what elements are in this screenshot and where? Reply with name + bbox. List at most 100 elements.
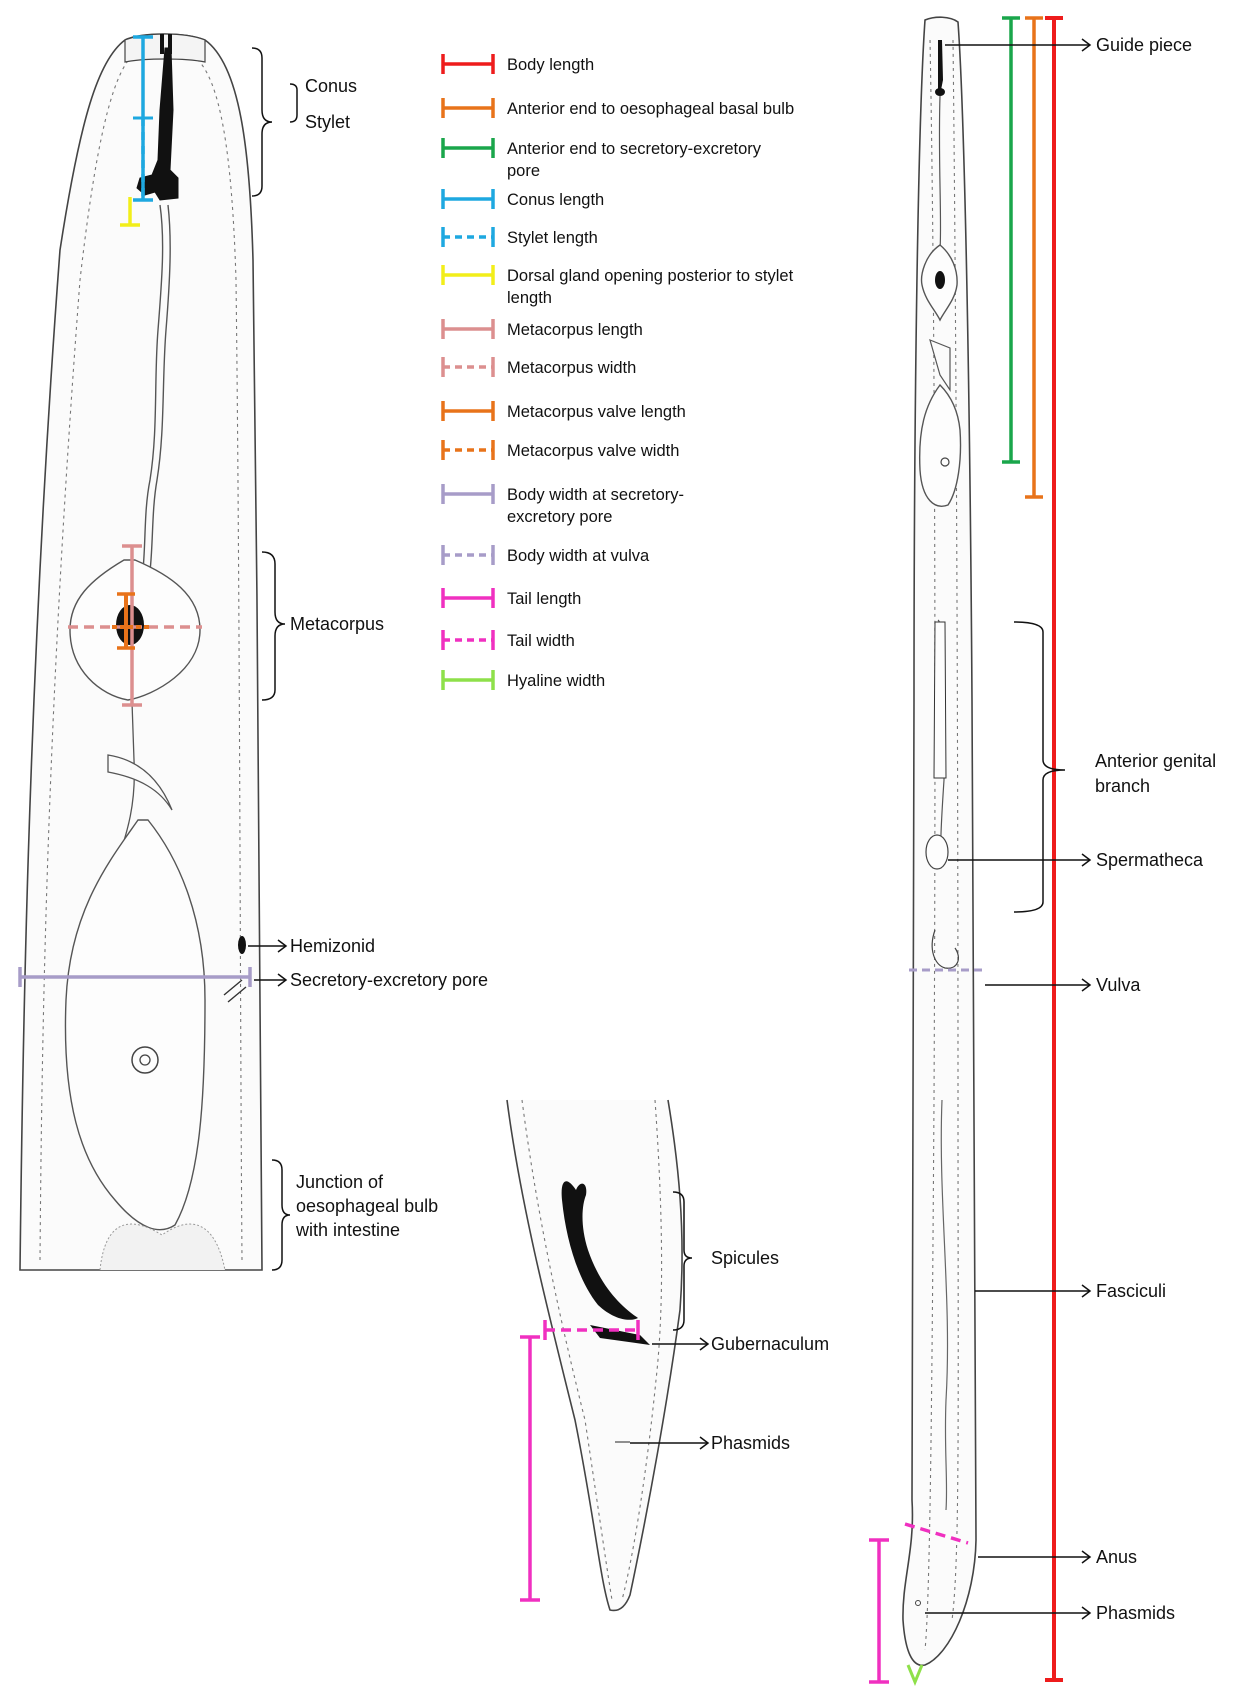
female-phasmids-label: Phasmids [1096,1603,1175,1623]
junction-label-3: with intestine [295,1220,400,1240]
legend-label-continued: excretory pore [507,508,612,526]
male-tail-outline [506,1099,683,1612]
legend-item: Tail length [441,588,581,608]
fasciculi-label: Fasciculi [1096,1281,1166,1301]
legend-item: Metacorpus width [441,357,636,377]
gubernaculum-label: Gubernaculum [711,1334,829,1354]
hemizonid-mark [238,936,246,954]
ovary-cells [933,621,947,779]
legend-item: Hyaline width [441,670,605,690]
stylet-shape [136,47,179,201]
legend-label: Conus length [507,191,604,209]
vulva-arrowhead [1081,978,1092,992]
stylet-tip-right [168,34,172,54]
spicule-shape [561,1181,638,1320]
legend-item: Body width at secretory-excretory pore [441,484,684,526]
legend-label: Tail width [507,632,575,650]
legend-label-continued: length [507,289,552,307]
fasciculi-arrowhead [1081,1284,1092,1298]
spermatheca-label: Spermatheca [1096,850,1204,870]
legend-label: Anterior end to oesophageal basal bulb [507,100,794,118]
anterior-genital-bracket [1013,621,1066,913]
junction-label-2: oesophageal bulb [296,1196,438,1216]
gubernaculum-shape [590,1325,650,1345]
male-phasmids-arrowhead [699,1436,710,1450]
oesophageal-lumen-2 [144,204,171,601]
legend-label: Body width at secretory- [507,486,684,504]
male-tail-cuticle-right [621,1099,663,1601]
legend-label: Dorsal gland opening posterior to stylet [507,267,794,285]
legend-label: Metacorpus valve length [507,403,686,421]
legend-item: Conus length [441,189,604,209]
guide-piece-label: Guide piece [1096,35,1192,55]
spermatheca-shape [925,834,949,870]
spicules-label: Spicules [711,1248,779,1268]
hyaline-width-mark [906,1664,924,1686]
anus-arrowhead [1081,1550,1092,1564]
female-phasmids-arrowhead [1081,1606,1092,1620]
legend-item: Anterior end to secretory-excretory pore [441,138,762,180]
anterior-genital-label-2: branch [1095,776,1150,796]
fasciculi-line [940,1099,949,1511]
female-oesophagus [938,95,942,251]
oesophageal-basal-bulb [64,819,206,1231]
hemizonid-arrowhead [277,939,288,953]
gubernaculum-arrowhead [699,1337,710,1351]
se-pore-label: Secretory-excretory pore [290,970,488,990]
metacorpus-bracket [261,551,286,701]
head-annotations: Conus Stylet Metacorpus Hemizonid Secret… [248,47,488,1271]
legend-label: Body length [507,56,594,74]
basal-bulb-nucleolus [139,1054,151,1066]
anterior-end-drawing [19,33,263,1271]
oesophageal-lumen-1 [137,204,164,601]
legend-label: Stylet length [507,229,598,247]
junction-bracket [271,1159,291,1271]
legend-label: Metacorpus valve width [507,442,679,460]
se-pore-arrowhead [277,973,288,987]
stylet-label: Stylet [305,112,350,132]
basal-bulb-nucleus [131,1046,159,1074]
conus-stylet-bracket [251,47,273,197]
legend-label: Hyaline width [507,672,605,690]
legend-item: Stylet length [441,227,598,247]
male-tail-cuticle-left [521,1099,613,1601]
vulva-structure [931,929,959,969]
legend-item: Metacorpus length [441,319,643,339]
legend-label: Metacorpus length [507,321,643,339]
conus-sub-bracket [289,83,298,123]
female-stylet-knobs [935,88,945,96]
legend-label: Anterior end to secretory-excretory [507,140,762,158]
female-basal-bulb [918,383,962,507]
head-measurements [18,35,252,987]
male-tail-drawing: Spicules Gubernaculum Phasmids [506,1099,829,1612]
legend-item: Metacorpus valve length [441,401,686,421]
female-body-drawing [869,16,1063,1686]
female-stylet [938,40,943,90]
guide-piece-arrowhead [1081,38,1092,52]
conus-label: Conus [305,76,357,96]
legend-item: Metacorpus valve width [441,440,679,460]
legend-item: Body length [441,54,594,74]
anterior-genital-label-1: Anterior genital [1095,751,1216,771]
legend-label: Body width at vulva [507,547,650,565]
legend-label-continued: pore [507,162,540,180]
female-metacorpus-valve [935,271,945,289]
spicules-bracket [672,1191,693,1331]
legend-label: Metacorpus width [507,359,636,377]
female-phasmid-mark [915,1600,921,1606]
legend-item: Anterior end to oesophageal basal bulb [441,98,794,118]
female-tail-width-bar [904,1522,969,1545]
legend-item: Dorsal gland opening posterior to stylet… [441,265,794,307]
legend-item: Tail width [441,630,575,650]
nerve-ring [107,754,173,811]
junction-label-1: Junction of [296,1172,384,1192]
hemizonid-label: Hemizonid [290,936,375,956]
female-nerve-ring [929,338,951,392]
vulva-label: Vulva [1096,975,1141,995]
head-cuticle-right [195,57,243,1261]
stylet-tip-left [160,34,164,54]
intestine-start [99,1223,226,1271]
se-pore-mark [223,979,247,1003]
